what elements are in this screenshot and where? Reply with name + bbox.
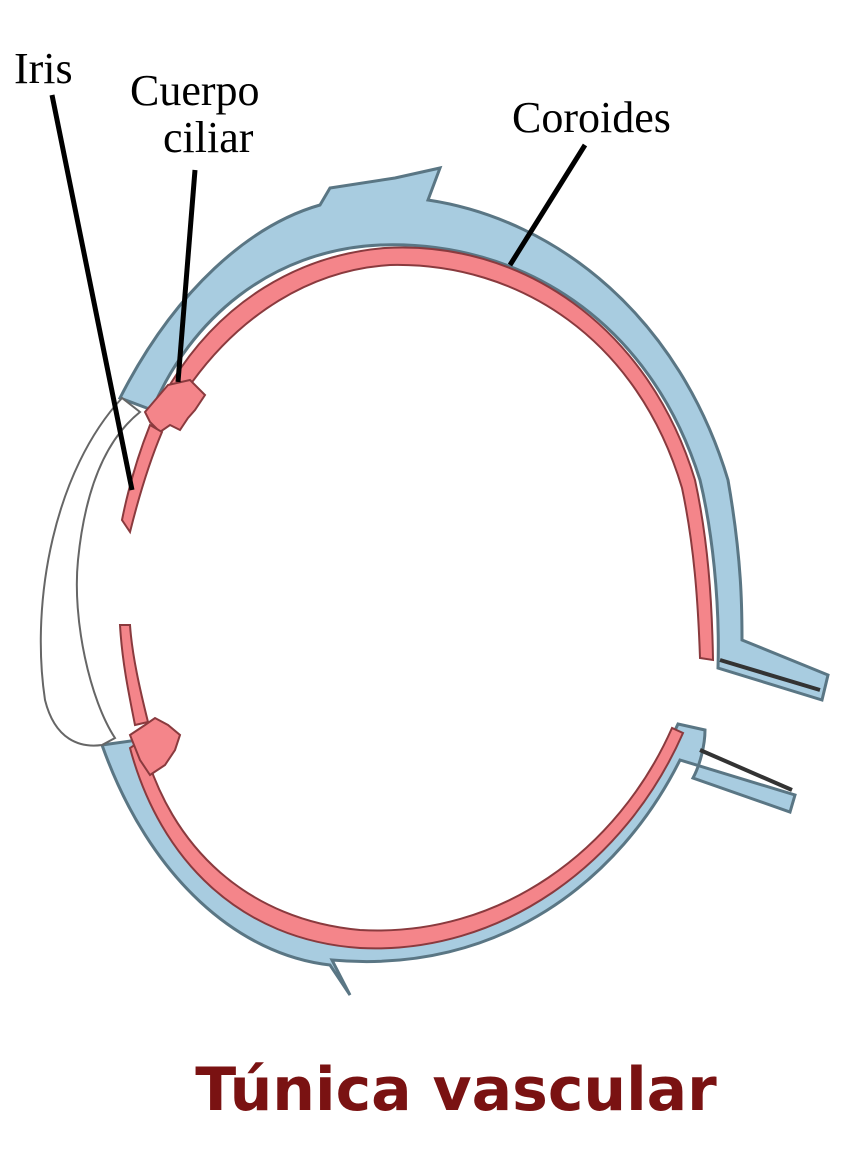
label-cuerpo-ciliar-line2: ciliar — [163, 113, 254, 162]
iris-upper — [120, 423, 164, 535]
choroid-lower — [128, 726, 685, 950]
iris-lower — [118, 624, 150, 727]
label-cuerpo-ciliar-line1: Cuerpo — [130, 66, 260, 115]
optic-nerve-line-upper — [719, 658, 821, 692]
cuerpo-ciliar-leader-line — [175, 169, 198, 383]
ciliary-body-lower — [128, 716, 182, 777]
choroid-upper — [166, 246, 715, 662]
cornea — [39, 396, 142, 747]
caption: Túnica vascular — [195, 1055, 717, 1125]
iris-leader-line — [49, 94, 135, 491]
optic-nerve-line-lower — [699, 748, 793, 792]
sclera-upper — [117, 165, 830, 702]
ciliary-body-upper — [143, 378, 207, 434]
label-coroides: Coroides — [512, 93, 671, 142]
coroides-leader-line — [507, 143, 588, 267]
label-iris: Iris — [14, 44, 73, 93]
